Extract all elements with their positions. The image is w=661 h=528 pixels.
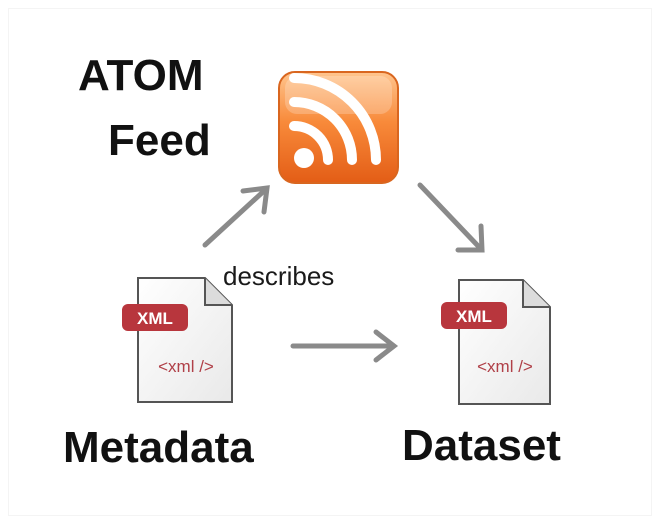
arrow-describes [290, 329, 399, 363]
metadata-xml-document-icon: XML <xml /> [122, 277, 233, 403]
xml-badge-text: XML [137, 309, 173, 328]
metadata-label: Metadata [63, 423, 254, 472]
xml-badge-text: XML [456, 307, 492, 326]
feed-label-line2: Feed [108, 116, 211, 165]
dataset-xml-document-icon: XML <xml /> [441, 279, 551, 405]
diagram-frame [8, 8, 652, 516]
xml-tag-text: <xml /> [158, 357, 214, 376]
rss-feed-icon [278, 71, 399, 184]
describes-edge-label: describes [223, 261, 335, 291]
dataset-label: Dataset [402, 421, 561, 470]
arrow-feed-to-dataset [417, 182, 485, 253]
arrow-metadata-to-feed [202, 185, 270, 248]
feed-label-line1: ATOM [78, 51, 204, 100]
xml-tag-text: <xml /> [477, 357, 533, 376]
